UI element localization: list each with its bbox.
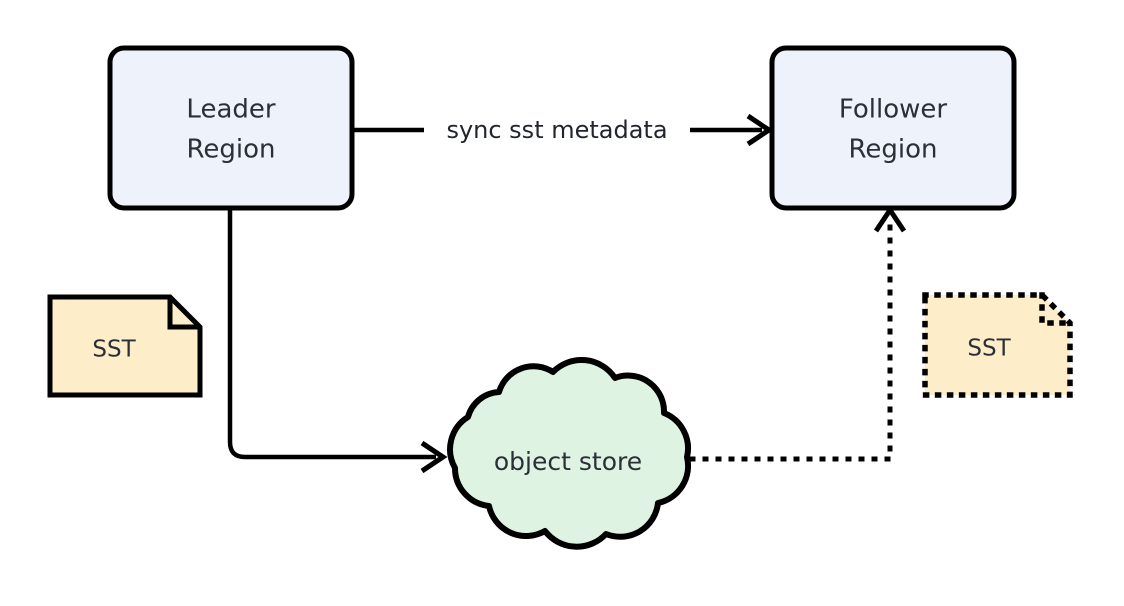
edge-leader-to-object-store bbox=[227, 210, 448, 474]
edge-leader-to-follower: sync sst metadata bbox=[354, 113, 774, 147]
leader-region-label-line1: Leader bbox=[186, 95, 275, 125]
sst-leader-note-body[interactable] bbox=[47, 294, 203, 398]
follower-region-box[interactable] bbox=[769, 45, 1017, 211]
leader-region-label-line2: Region bbox=[186, 135, 275, 165]
sst-follower-note-body[interactable] bbox=[922, 292, 1073, 398]
node-object-store[interactable]: object store bbox=[447, 357, 692, 550]
follower-region-label-line2: Region bbox=[848, 135, 937, 165]
object-store-label: object store bbox=[494, 447, 642, 476]
follower-region-label-line1: Follower bbox=[839, 95, 948, 125]
node-follower-region[interactable]: Follower Region bbox=[769, 45, 1017, 211]
sst-follower-fold-icon bbox=[1039, 292, 1073, 326]
sst-leader-fold-icon bbox=[167, 297, 200, 330]
sst-leader-label: SST bbox=[92, 337, 136, 363]
node-sst-leader[interactable]: SST bbox=[47, 294, 203, 398]
edge-label-sync-sst-metadata: sync sst metadata bbox=[446, 116, 667, 144]
edge-object-store-to-follower bbox=[689, 205, 907, 462]
edge-object-store-to-follower-path bbox=[689, 221, 893, 462]
edge-leader-to-object-store-path bbox=[227, 210, 436, 460]
sst-follower-label: SST bbox=[967, 336, 1011, 362]
object-store-cloud-shape[interactable] bbox=[447, 357, 692, 550]
node-leader-region[interactable]: Leader Region bbox=[107, 45, 355, 211]
leader-region-box[interactable] bbox=[107, 45, 355, 211]
arrowhead-to-object-store bbox=[420, 440, 448, 474]
node-sst-follower[interactable]: SST bbox=[922, 292, 1073, 398]
arrowhead-to-follower-region bbox=[746, 113, 774, 147]
